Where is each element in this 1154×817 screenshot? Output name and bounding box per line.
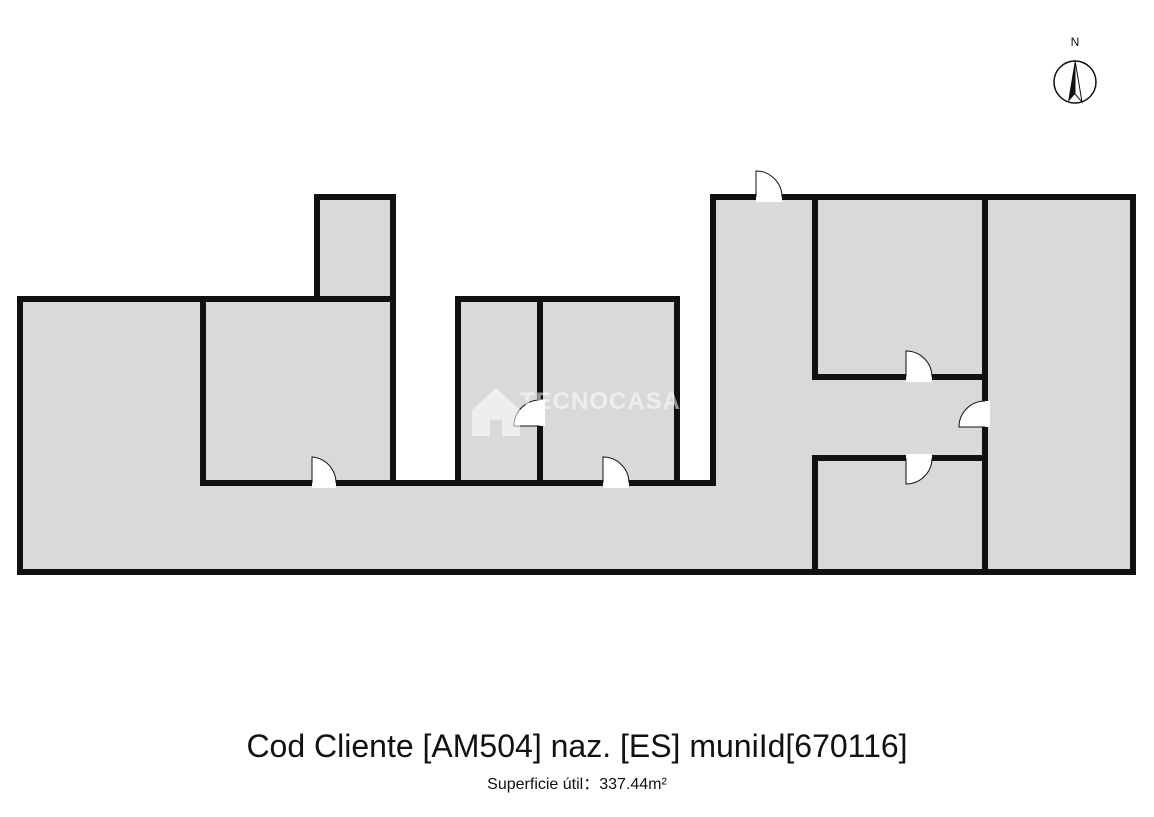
- door-room-lower-right: [905, 454, 933, 485]
- door-entrance: [755, 170, 783, 202]
- doors: [311, 170, 990, 488]
- outer-wall: [17, 194, 1136, 575]
- room-small-b: [540, 299, 677, 483]
- door-room-upper-right: [905, 350, 933, 382]
- door-room-small-b: [602, 456, 630, 488]
- north-arrow-icon: [1053, 59, 1097, 104]
- room-narrow-top: [317, 197, 393, 299]
- hallway-vertical: [713, 197, 815, 572]
- hallway-horizontal: [815, 377, 985, 458]
- watermark-logo-icon: [472, 388, 520, 436]
- area-label: Superficie útil：337.44m²: [487, 776, 667, 793]
- watermark-text: TECNOCASA: [520, 388, 682, 415]
- room-center-left: [203, 299, 393, 483]
- corridor: [20, 483, 815, 572]
- north-label: N: [1070, 35, 1080, 49]
- room-lower-right: [815, 458, 985, 572]
- room-upper-right: [815, 197, 985, 377]
- door-room-far-right: [958, 400, 990, 428]
- plan-title: Cod Cliente [AM504] naz. [ES] muniId[670…: [246, 728, 908, 764]
- door-room-center-left: [311, 456, 337, 488]
- floor-areas: [20, 197, 1133, 572]
- room-far-right: [985, 197, 1133, 572]
